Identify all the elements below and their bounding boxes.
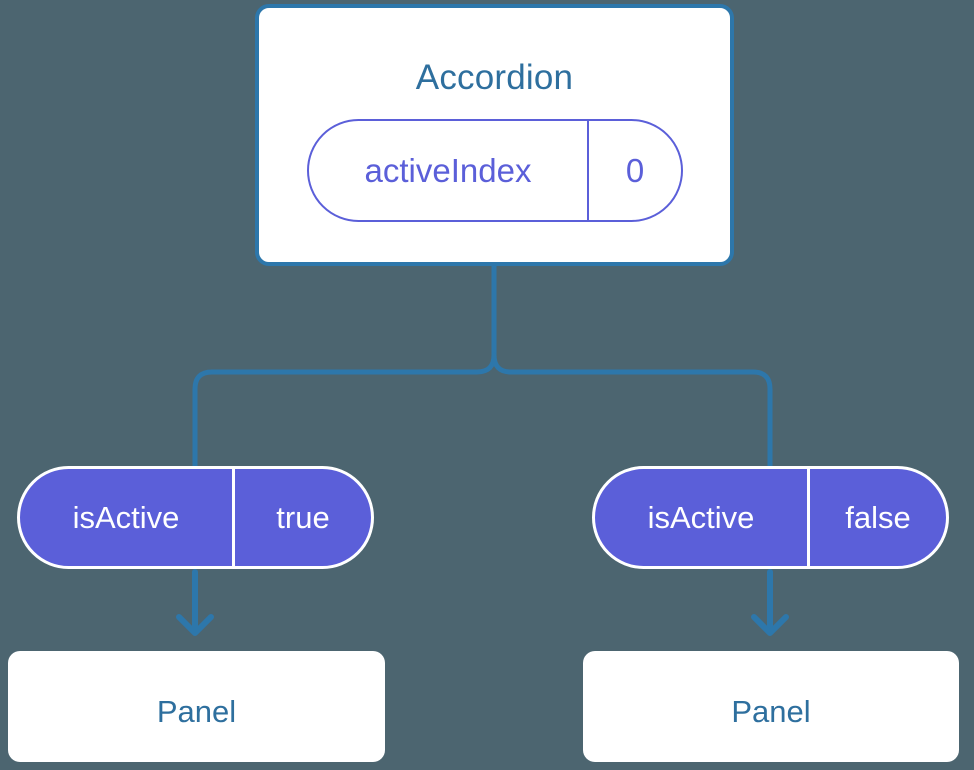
state-pill-active-index[interactable]: activeIndex 0 <box>307 119 683 222</box>
panel-component-box-left[interactable]: Panel <box>8 651 385 762</box>
connector-branch-right <box>491 352 773 469</box>
panel-component-box-right[interactable]: Panel <box>583 651 959 762</box>
state-pill-value: 0 <box>625 151 645 189</box>
prop-pill-key-right: isActive <box>595 469 810 566</box>
panel-title-right: Panel <box>731 694 811 729</box>
state-pill-key: activeIndex <box>309 121 589 220</box>
panel-title-left: Panel <box>156 694 237 729</box>
arrow-down-icon-left <box>176 569 214 636</box>
accordion-title: Accordion <box>415 58 574 97</box>
prop-pill-is-active-right[interactable]: isActive false <box>592 466 949 569</box>
prop-pill-value-left: true <box>276 499 330 535</box>
connector-branch-left <box>192 352 497 469</box>
prop-pill-key-left: isActive <box>20 469 235 566</box>
prop-pill-is-active-left[interactable]: isActive true <box>17 466 374 569</box>
arrow-down-icon-right <box>751 569 789 636</box>
prop-pill-value-right: false <box>845 499 911 535</box>
